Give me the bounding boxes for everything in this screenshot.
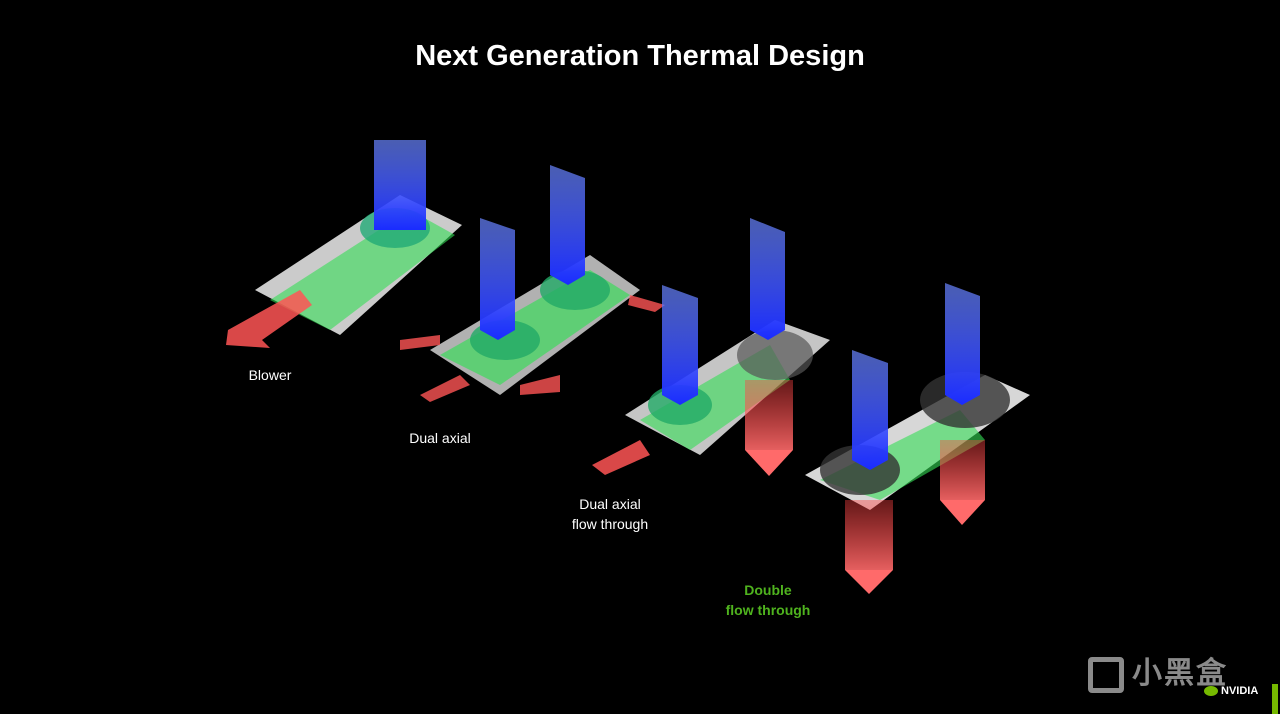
exhaust-arrow xyxy=(845,500,893,570)
exhaust-arrow xyxy=(745,380,793,450)
exhaust-arrow xyxy=(226,290,312,348)
heybox-logo-icon xyxy=(1088,657,1124,694)
intake-arrow xyxy=(480,218,515,340)
card-dual-axial-flow-through xyxy=(592,218,830,476)
intake-arrow xyxy=(852,350,888,470)
card-dual-axial xyxy=(400,165,665,402)
exhaust-arrow xyxy=(940,440,985,500)
slide-title: Next Generation Thermal Design xyxy=(415,40,865,72)
intake-arrow xyxy=(662,285,698,405)
card-double-flow-through xyxy=(805,283,1030,594)
intake-arrow xyxy=(945,283,980,405)
label-dual-axial: Dual axial xyxy=(409,430,471,446)
accent-bar xyxy=(1272,684,1278,714)
watermark: 小黑盒 xyxy=(1088,648,1228,694)
nvidia-eye-icon xyxy=(1204,686,1218,697)
intake-arrow xyxy=(374,140,426,230)
label-blower: Blower xyxy=(248,367,292,383)
nvidia-logo: NVIDIA xyxy=(1204,685,1258,697)
intake-arrow xyxy=(750,218,785,340)
intake-arrow xyxy=(550,165,585,285)
card-blower xyxy=(226,140,462,348)
